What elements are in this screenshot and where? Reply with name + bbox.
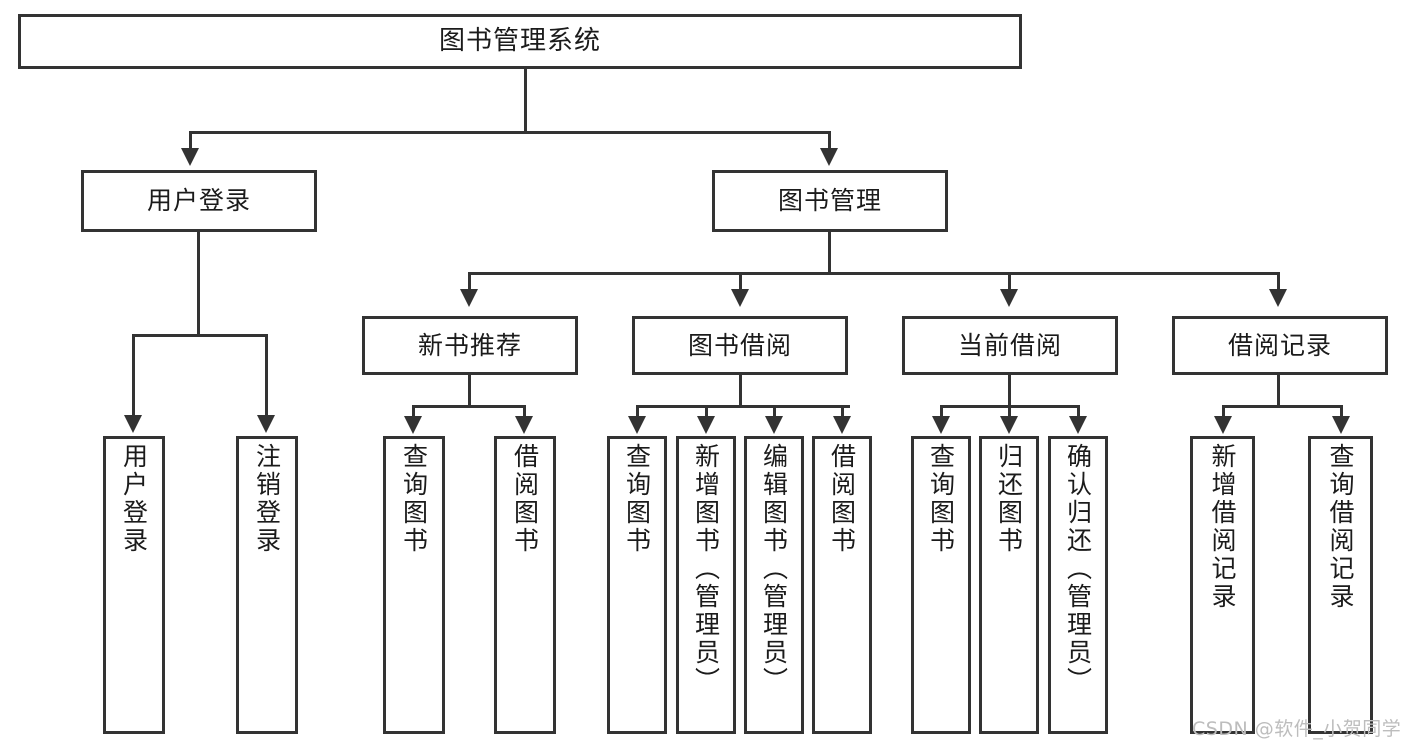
node-root-label: 图书管理系统 (438, 26, 601, 57)
connector-cb-stem (1008, 375, 1011, 405)
connector-br-to-leaf-1 (1222, 405, 1225, 419)
arrow-root-to-user-login (181, 148, 199, 166)
arrow-nbr-to-leaf-1 (404, 416, 422, 434)
connector-br-to-leaf-2 (1340, 405, 1343, 419)
connector-br-stem (1277, 375, 1280, 405)
arrow-root-to-book-manage (820, 148, 838, 166)
connector-bm-to-borrow-record (1277, 272, 1280, 292)
connector-cb-to-leaf-1 (940, 405, 943, 419)
node-leaf-add-record[interactable]: 新增借阅记录 (1190, 436, 1255, 734)
node-current-borrow-label: 当前借阅 (957, 330, 1062, 360)
watermark: CSDN @软件_小贺同学 (1192, 718, 1402, 740)
connector-book-manage-stem (828, 232, 831, 272)
connector-root-to-book-manage (828, 131, 831, 151)
node-borrow-record-label: 借阅记录 (1227, 330, 1332, 360)
node-leaf-query-book-1-label: 查询图书 (399, 443, 429, 555)
node-leaf-query-book-1[interactable]: 查询图书 (383, 436, 445, 734)
node-book-borrow[interactable]: 图书借阅 (632, 316, 848, 375)
connector-bm-to-new-book-rec (468, 272, 471, 292)
arrow-bb-to-leaf-1 (628, 416, 646, 434)
node-leaf-query-book-2-label: 查询图书 (622, 443, 652, 555)
node-book-borrow-label: 图书借阅 (687, 330, 792, 360)
connector-user-login-stem (197, 232, 200, 334)
arrow-cb-to-leaf-1 (932, 416, 950, 434)
arrow-nbr-to-leaf-2 (515, 416, 533, 434)
node-leaf-logout-label: 注销登录 (252, 443, 282, 555)
connector-bb-to-leaf-3 (773, 405, 776, 419)
connector-bb-to-leaf-2 (705, 405, 708, 419)
node-leaf-query-book-2[interactable]: 查询图书 (607, 436, 667, 734)
node-leaf-edit-book[interactable]: 编辑图书（管理员） (744, 436, 804, 734)
connector-bb-bar (636, 405, 850, 408)
node-leaf-add-book-label: 新增图书（管理员） (691, 443, 721, 695)
node-leaf-borrow-book-2[interactable]: 借阅图书 (812, 436, 872, 734)
node-current-borrow[interactable]: 当前借阅 (902, 316, 1118, 375)
connector-nbr-stem (468, 375, 471, 405)
connector-book-manage-bar (468, 272, 1280, 275)
arrow-bb-to-leaf-3 (765, 416, 783, 434)
node-leaf-return-book-label: 归还图书 (994, 443, 1024, 555)
connector-root-bar (189, 131, 831, 134)
arrow-bb-to-leaf-4 (833, 416, 851, 434)
arrow-br-to-leaf-1 (1214, 416, 1232, 434)
connector-cb-to-leaf-3 (1077, 405, 1080, 419)
connector-bb-to-leaf-1 (636, 405, 639, 419)
arrow-user-login-to-leaf-2 (257, 415, 275, 433)
node-leaf-add-book[interactable]: 新增图书（管理员） (676, 436, 736, 734)
node-leaf-query-record-label: 查询借阅记录 (1326, 443, 1355, 611)
node-leaf-borrow-book-2-label: 借阅图书 (827, 443, 857, 555)
connector-user-login-to-leaf-2 (265, 334, 268, 418)
node-leaf-borrow-book-1-label: 借阅图书 (510, 443, 540, 555)
node-user-login[interactable]: 用户登录 (81, 170, 317, 232)
node-root[interactable]: 图书管理系统 (18, 14, 1022, 69)
connector-root-to-user-login (189, 131, 192, 151)
node-book-manage-label: 图书管理 (777, 186, 882, 216)
arrow-bm-to-borrow-record (1269, 289, 1287, 307)
connector-nbr-to-leaf-1 (412, 405, 415, 419)
arrow-cb-to-leaf-2 (1000, 416, 1018, 434)
connector-user-login-bar (132, 334, 268, 337)
connector-br-bar (1222, 405, 1343, 408)
node-leaf-query-book-3[interactable]: 查询图书 (911, 436, 971, 734)
connector-nbr-bar (412, 405, 526, 408)
node-new-book-rec-label: 新书推荐 (417, 330, 522, 360)
arrow-bm-to-new-book-rec (460, 289, 478, 307)
node-user-login-label: 用户登录 (146, 186, 251, 216)
connector-bm-to-book-borrow (739, 272, 742, 292)
arrow-user-login-to-leaf-1 (124, 415, 142, 433)
connector-root-stem (524, 69, 527, 131)
node-leaf-query-book-3-label: 查询图书 (926, 443, 956, 555)
connector-nbr-to-leaf-2 (523, 405, 526, 419)
arrow-cb-to-leaf-3 (1069, 416, 1087, 434)
node-leaf-edit-book-label: 编辑图书（管理员） (759, 443, 789, 695)
arrow-bm-to-current-borrow (1000, 289, 1018, 307)
node-leaf-confirm-return-label: 确认归还（管理员） (1063, 443, 1093, 695)
node-leaf-confirm-return[interactable]: 确认归还（管理员） (1048, 436, 1108, 734)
arrow-br-to-leaf-2 (1332, 416, 1350, 434)
node-leaf-user-login-label: 用户登录 (119, 443, 149, 555)
node-book-manage[interactable]: 图书管理 (712, 170, 948, 232)
node-borrow-record[interactable]: 借阅记录 (1172, 316, 1388, 375)
connector-bb-to-leaf-4 (841, 405, 844, 419)
connector-bm-to-current-borrow (1008, 272, 1011, 292)
node-leaf-return-book[interactable]: 归还图书 (979, 436, 1039, 734)
node-leaf-borrow-book-1[interactable]: 借阅图书 (494, 436, 556, 734)
connector-user-login-to-leaf-1 (132, 334, 135, 418)
arrow-bb-to-leaf-2 (697, 416, 715, 434)
node-new-book-rec[interactable]: 新书推荐 (362, 316, 578, 375)
connector-cb-to-leaf-2 (1008, 405, 1011, 419)
connector-bb-stem (739, 375, 742, 405)
arrow-bm-to-book-borrow (731, 289, 749, 307)
node-leaf-user-login[interactable]: 用户登录 (103, 436, 165, 734)
node-leaf-query-record[interactable]: 查询借阅记录 (1308, 436, 1373, 734)
node-leaf-logout[interactable]: 注销登录 (236, 436, 298, 734)
node-leaf-add-record-label: 新增借阅记录 (1208, 443, 1237, 611)
